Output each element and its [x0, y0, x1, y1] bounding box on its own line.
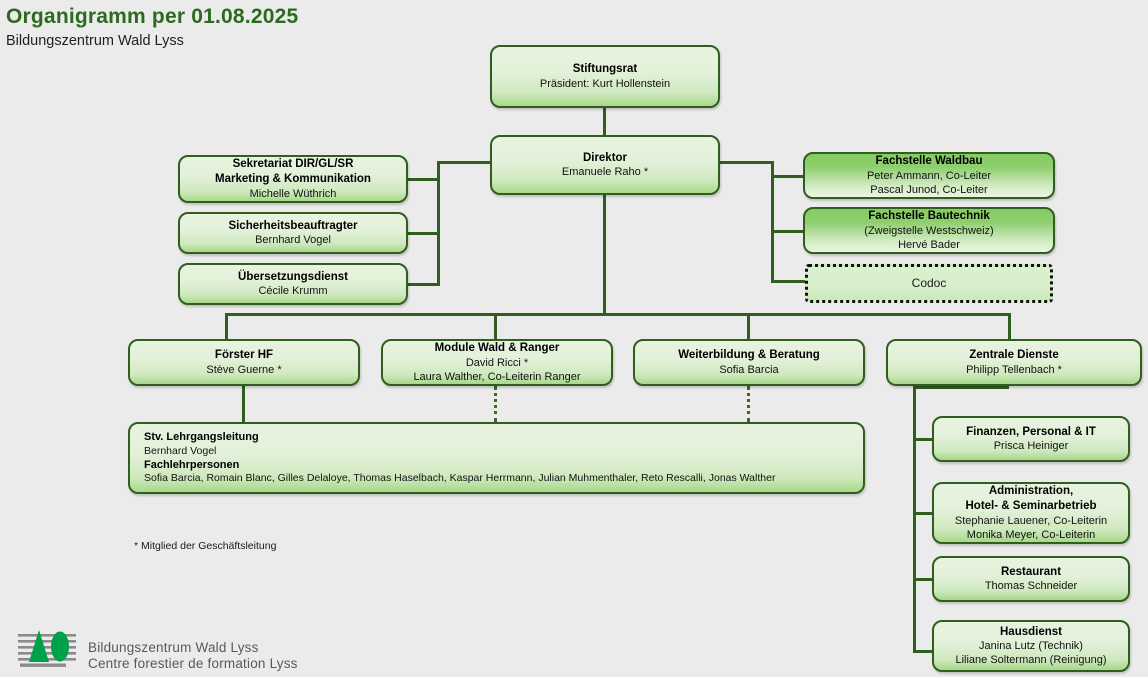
- connector-right-trunk: [771, 161, 774, 283]
- connector-module-dotted: [494, 386, 497, 422]
- node-sicherheitsbeauftragter-line1: Bernhard Vogel: [255, 234, 331, 247]
- page-subtitle: Bildungszentrum Wald Lyss: [6, 33, 184, 49]
- node-zentrale-dienste[interactable]: Zentrale Dienste Philipp Tellenbach *: [886, 339, 1142, 386]
- node-fachstelle-bautechnik-title: Fachstelle Bautechnik: [868, 210, 990, 223]
- node-weiterbildung-beratung-title: Weiterbildung & Beratung: [678, 349, 820, 362]
- node-codoc-label: Codoc: [911, 275, 947, 290]
- connector-weiterbildung-dotted: [747, 386, 750, 422]
- node-lehrgangsleitung-text2: Sofia Barcia, Romain Blanc, Gilles Delal…: [144, 472, 776, 485]
- node-foerster-hf[interactable]: Förster HF Stève Guerne *: [128, 339, 360, 386]
- connector-zentrale-top: [913, 386, 1009, 389]
- connector-zentrale-hausdienst: [913, 650, 935, 653]
- node-administration-title: Administration,: [988, 485, 1074, 498]
- connector-foerster-lehrgang: [242, 386, 245, 422]
- node-sekretariat-title: Sekretariat DIR/GL/SR: [232, 158, 354, 171]
- node-lehrgangsleitung[interactable]: Stv. Lehrgangsleitung Bernhard Vogel Fac…: [128, 422, 865, 494]
- node-fachstelle-bautechnik-line2: Hervé Bader: [898, 238, 960, 251]
- connector-main-bus: [225, 313, 1011, 316]
- node-fachstelle-waldbau-line2: Pascal Junod, Co-Leiter: [870, 183, 988, 196]
- node-module-wald-ranger-title: Module Wald & Ranger: [434, 342, 560, 355]
- connector-zentrale-administration: [913, 512, 935, 515]
- connector-zentrale-restaurant: [913, 578, 935, 581]
- connector-left-sekretariat: [406, 178, 440, 181]
- connector-zentrale-spine: [913, 386, 916, 653]
- node-zentrale-dienste-title: Zentrale Dienste: [969, 349, 1059, 362]
- node-sekretariat-line1: Michelle Wüthrich: [249, 187, 337, 200]
- node-hausdienst-title: Hausdienst: [1000, 625, 1062, 638]
- node-foerster-hf-title: Förster HF: [214, 349, 274, 362]
- node-module-wald-ranger-line2: Laura Walther, Co-Leiterin Ranger: [413, 370, 581, 383]
- node-weiterbildung-beratung-line1: Sofia Barcia: [719, 363, 779, 376]
- node-restaurant-title: Restaurant: [1000, 565, 1062, 578]
- connector-direktor-down: [603, 195, 606, 314]
- connector-bus-zentrale: [1008, 313, 1011, 339]
- node-sekretariat[interactable]: Sekretariat DIR/GL/SR Marketing & Kommun…: [178, 155, 408, 203]
- node-hausdienst-line2: Liliane Soltermann (Reinigung): [955, 654, 1107, 667]
- node-direktor-title: Direktor: [582, 151, 628, 164]
- node-module-wald-ranger[interactable]: Module Wald & Ranger David Ricci * Laura…: [381, 339, 613, 386]
- logo-text-de: Bildungszentrum Wald Lyss: [88, 640, 259, 655]
- connector-bus-module: [494, 313, 497, 339]
- connector-left-uebersetzung: [406, 283, 440, 286]
- node-administration-title2: Hotel- & Seminarbetrieb: [965, 499, 1097, 512]
- node-lehrgangsleitung-heading2: Fachlehrpersonen: [144, 459, 240, 471]
- node-fachstelle-bautechnik[interactable]: Fachstelle Bautechnik (Zweigstelle Wests…: [803, 207, 1055, 254]
- page-title: Organigramm per 01.08.2025: [6, 5, 299, 28]
- node-restaurant-line1: Thomas Schneider: [984, 580, 1078, 593]
- node-lehrgangsleitung-text1: Bernhard Vogel: [144, 444, 217, 457]
- connector-bus-foerster: [225, 313, 228, 339]
- connector-stiftungsrat-direktor: [603, 108, 606, 135]
- node-administration[interactable]: Administration, Hotel- & Seminarbetrieb …: [932, 482, 1130, 544]
- node-sekretariat-title2: Marketing & Kommunikation: [215, 172, 371, 185]
- node-finanzen-personal-it-title: Finanzen, Personal & IT: [966, 425, 1096, 438]
- node-fachstelle-waldbau-title: Fachstelle Waldbau: [875, 155, 983, 168]
- node-hausdienst-line1: Janina Lutz (Technik): [979, 640, 1083, 653]
- node-lehrgangsleitung-heading1: Stv. Lehrgangsleitung: [144, 431, 259, 444]
- node-finanzen-personal-it-line1: Prisca Heiniger: [993, 440, 1069, 453]
- node-sicherheitsbeauftragter[interactable]: Sicherheitsbeauftragter Bernhard Vogel: [178, 212, 408, 254]
- node-codoc[interactable]: Codoc: [805, 264, 1053, 303]
- node-uebersetzungsdienst-line1: Cécile Krumm: [258, 285, 328, 298]
- connector-right-bautechnik: [771, 230, 805, 233]
- node-hausdienst[interactable]: Hausdienst Janina Lutz (Technik) Liliane…: [932, 620, 1130, 672]
- node-administration-line1: Stephanie Lauener, Co-Leiterin: [954, 514, 1108, 527]
- footnote-geschaeftsleitung: * Mitglied der Geschäftsleitung: [134, 540, 277, 552]
- node-finanzen-personal-it[interactable]: Finanzen, Personal & IT Prisca Heiniger: [932, 416, 1130, 462]
- connector-bus-weiterbildung: [747, 313, 750, 339]
- connector-direktor-right: [718, 161, 774, 164]
- node-uebersetzungsdienst-title: Übersetzungsdienst: [238, 270, 348, 283]
- node-fachstelle-bautechnik-line1: (Zweigstelle Westschweiz): [864, 224, 994, 237]
- node-module-wald-ranger-line1: David Ricci *: [465, 356, 529, 369]
- node-sicherheitsbeauftragter-title: Sicherheitsbeauftragter: [228, 219, 358, 232]
- node-foerster-hf-line1: Stève Guerne *: [206, 363, 282, 376]
- logo-text-fr: Centre forestier de formation Lyss: [88, 656, 298, 671]
- connector-zentrale-finanzen: [913, 438, 935, 441]
- connector-right-waldbau: [771, 175, 805, 178]
- node-stiftungsrat-title: Stiftungsrat: [572, 63, 638, 76]
- connector-right-codoc: [771, 280, 805, 283]
- connector-left-sicherheit: [406, 232, 440, 235]
- logo-tree-icon: [18, 630, 76, 667]
- node-restaurant[interactable]: Restaurant Thomas Schneider: [932, 556, 1130, 602]
- node-weiterbildung-beratung[interactable]: Weiterbildung & Beratung Sofia Barcia: [633, 339, 865, 386]
- node-direktor[interactable]: Direktor Emanuele Raho *: [490, 135, 720, 195]
- node-direktor-line1: Emanuele Raho *: [561, 166, 649, 179]
- node-fachstelle-waldbau-line1: Peter Ammann, Co-Leiter: [866, 169, 992, 182]
- logo-mark: [18, 628, 78, 670]
- node-stiftungsrat-line1: Präsident: Kurt Hollenstein: [539, 77, 671, 90]
- node-administration-line2: Monika Meyer, Co-Leiterin: [966, 528, 1096, 541]
- connector-left-trunk: [437, 161, 440, 286]
- node-zentrale-dienste-line1: Philipp Tellenbach *: [966, 363, 1062, 376]
- node-fachstelle-waldbau[interactable]: Fachstelle Waldbau Peter Ammann, Co-Leit…: [803, 152, 1055, 199]
- node-stiftungsrat[interactable]: Stiftungsrat Präsident: Kurt Hollenstein: [490, 45, 720, 108]
- node-uebersetzungsdienst[interactable]: Übersetzungsdienst Cécile Krumm: [178, 263, 408, 305]
- connector-direktor-left: [437, 161, 493, 164]
